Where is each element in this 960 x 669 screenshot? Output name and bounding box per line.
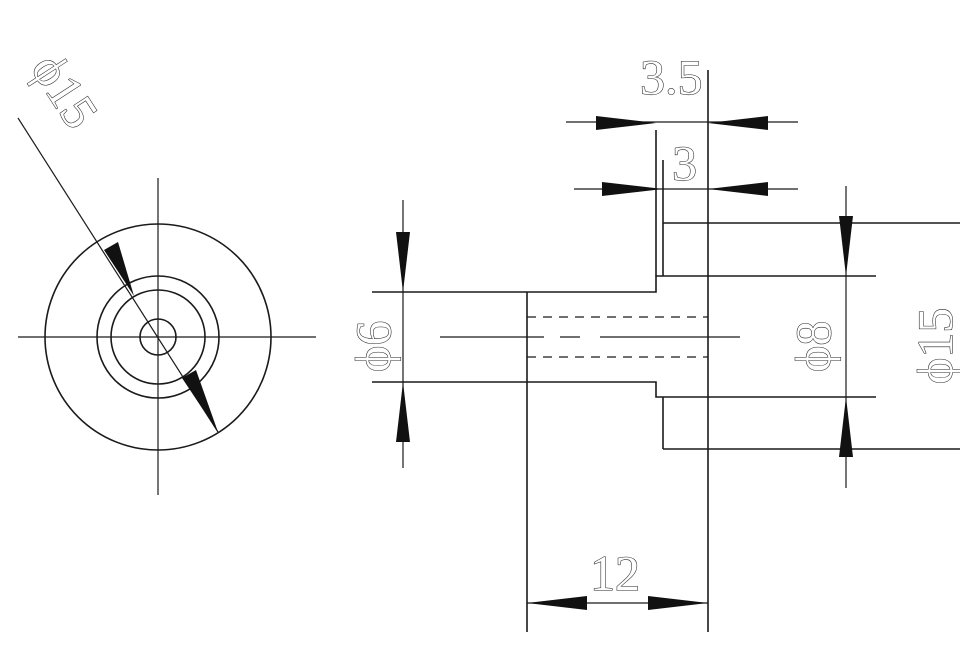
diameter-arrow-lower — [182, 370, 218, 432]
dim-total-width: 3.5 — [566, 48, 798, 130]
dim-shaft-length: 12 — [527, 544, 708, 610]
diameter-arrow-upper — [104, 242, 134, 296]
outer-circle — [44, 223, 272, 451]
dim-12-label: 12 — [590, 545, 640, 601]
dim-12-arrow-left — [527, 596, 587, 610]
dim-flange-diameter: ϕ15 — [906, 307, 960, 384]
part-outline-bottom — [372, 381, 876, 398]
part-outline-top — [372, 275, 876, 293]
dim-35-label: 3.5 — [640, 49, 703, 105]
dim-flange-width: 3 — [574, 134, 798, 196]
dim-shaft-diameter: ϕ6 — [344, 200, 410, 468]
dim-phi6-arrow-bottom — [396, 382, 410, 442]
dim-3-label: 3 — [672, 135, 697, 191]
front-view: ϕ15 — [17, 43, 316, 495]
bore-circle — [139, 318, 177, 356]
dim-phi8-arrow-bottom — [839, 397, 853, 457]
dim-35-arrow-left — [596, 116, 656, 130]
front-diameter-label: ϕ15 — [21, 43, 110, 138]
dim-phi8-arrow-top — [839, 216, 853, 276]
dim-35-arrow-right — [708, 116, 768, 130]
dim-hub-diameter: ϕ8 — [784, 186, 853, 488]
side-view: ϕ6 3.5 3 ϕ8 ϕ15 — [344, 48, 960, 632]
dim-phi6-label: ϕ6 — [345, 321, 401, 372]
inner-circle — [110, 289, 206, 385]
middle-circle — [96, 275, 220, 399]
dim-phi15-label: ϕ15 — [907, 308, 960, 384]
dim-phi8-label: ϕ8 — [785, 321, 841, 372]
dim-3-arrow-left — [602, 182, 663, 196]
dim-12-arrow-right — [648, 596, 708, 610]
dim-phi6-arrow-top — [396, 232, 410, 292]
dim-3-arrow-right — [708, 182, 768, 196]
